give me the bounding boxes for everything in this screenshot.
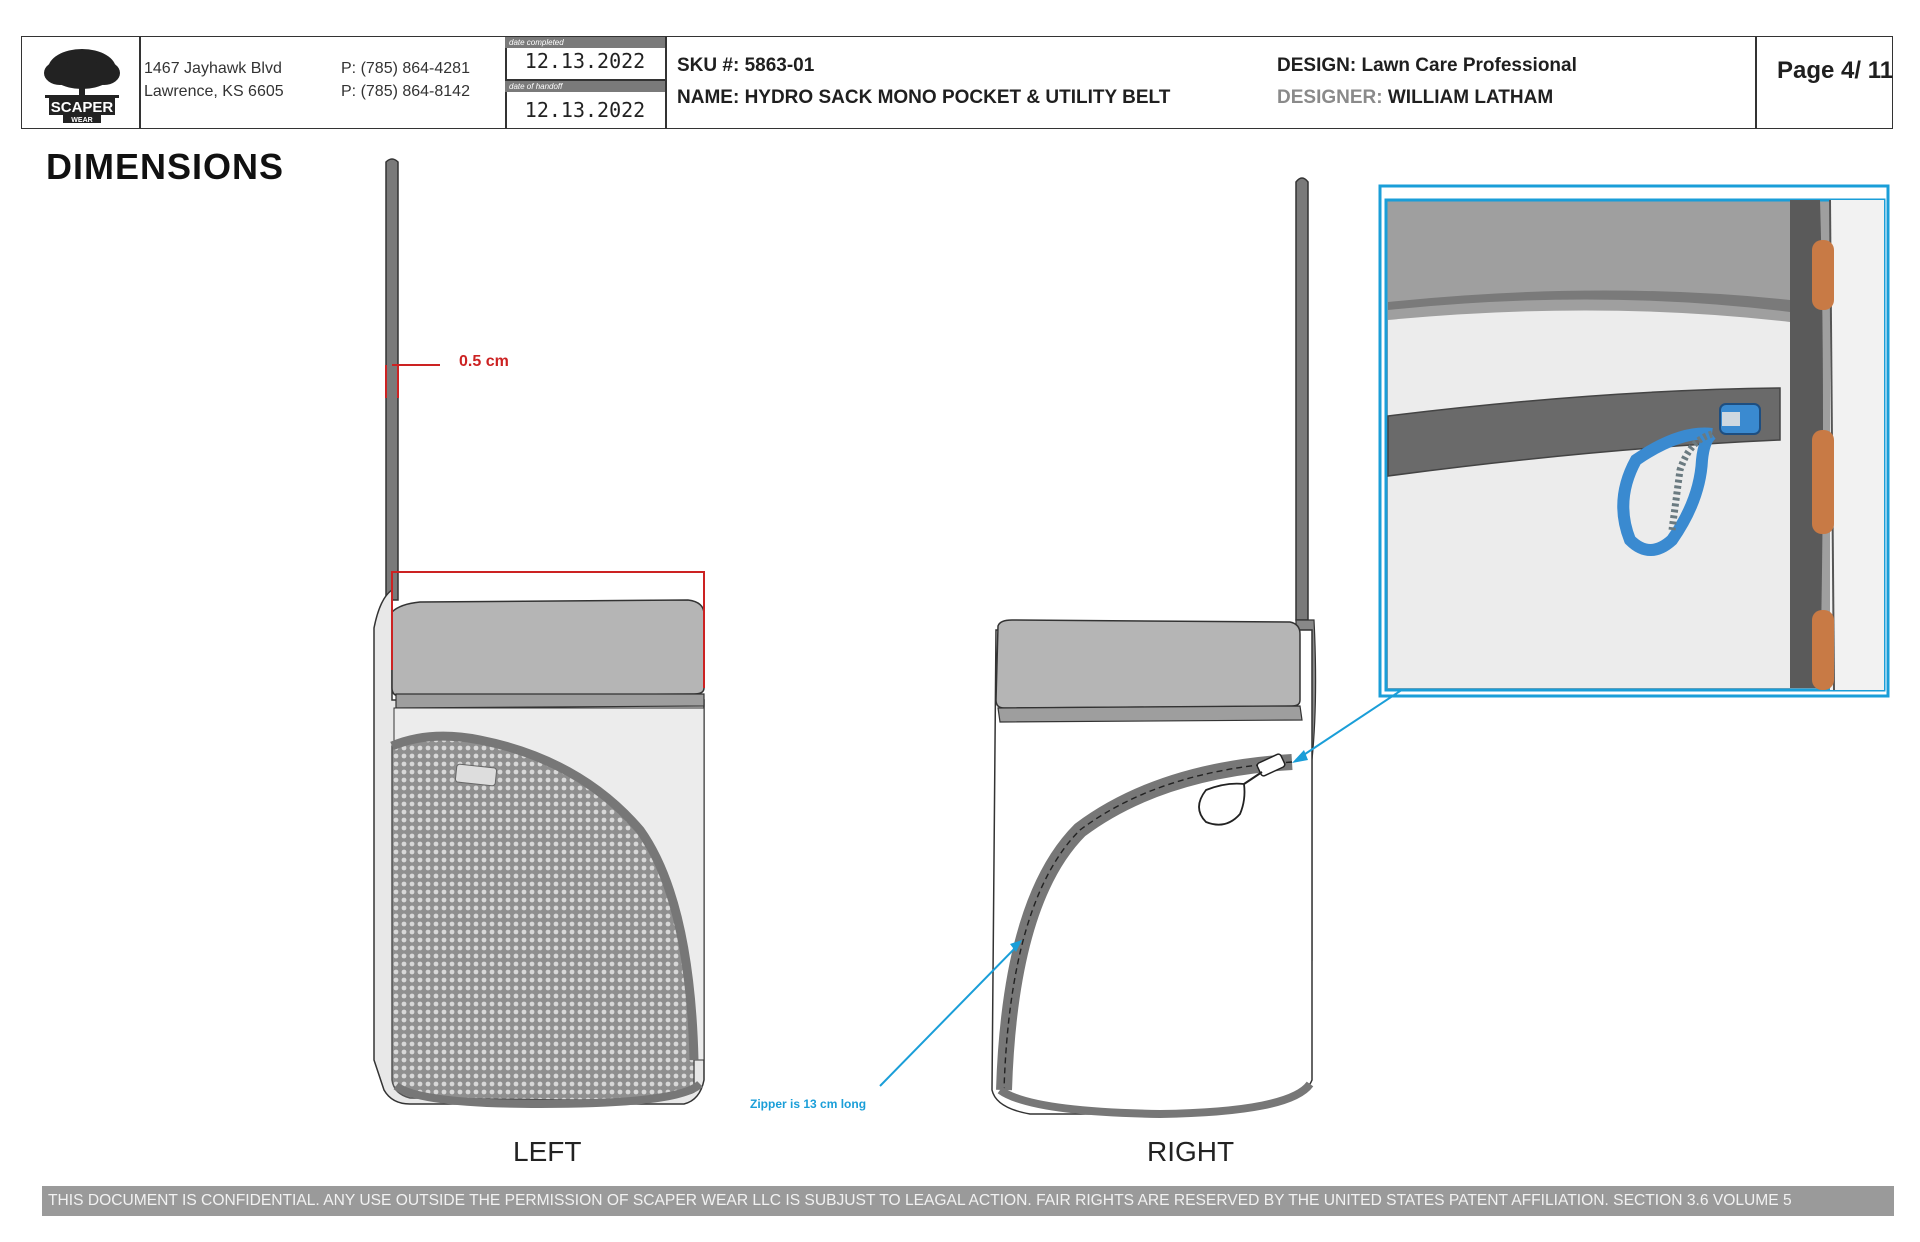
sku-label: SKU #: [677,55,740,76]
design: DESIGN: Lawn Care Professional [1277,55,1577,77]
phone-line-2: P: (785) 864-8142 [341,83,470,100]
company-address: 1467 Jayhawk Blvd Lawrence, KS 6605 [144,57,284,103]
left-belt-strap [385,158,399,601]
zipper-tooth [1812,610,1834,690]
date-handoff-value: 12.13.2022 [524,97,646,122]
scaper-wear-logo: SCAPER WEAR [27,41,137,125]
zipper-tooth [1812,240,1834,310]
left-view [373,158,705,1109]
date-completed-caption: date completed [505,37,665,48]
product-name: NAME: HYDRO SACK MONO POCKET & UTILITY B… [677,87,1170,109]
zipper-detail-inset [1378,184,1890,698]
date-completed-value: 12.13.2022 [524,49,646,73]
zipper-callout-line [879,944,1019,1087]
belt-width-dimension-line [385,364,440,398]
belt-width-label: 0.5 cm [459,353,509,370]
company-phones: P: (785) 864-4281 P: (785) 864-8142 [341,57,470,103]
left-view-label: LEFT [513,1136,582,1167]
right-belt-strap [1295,177,1309,621]
page-value: 4/ 11 [1841,57,1894,84]
design-value: Lawn Care Professional [1361,55,1577,76]
pocket-width-dimension-line [391,571,705,688]
right-top-cuff [995,619,1301,709]
right-view-label: RIGHT [1147,1136,1235,1167]
zipper-pull-icon [1198,753,1286,826]
title-block: SCAPER WEAR 1467 Jayhawk Blvd Lawrence, … [21,36,1893,129]
confidentiality-footer: THIS DOCUMENT IS CONFIDENTIAL. ANY USE O… [42,1186,1894,1216]
address-line-2: Lawrence, KS 6605 [144,83,284,100]
designer-value: WILLIAM LATHAM [1387,87,1554,108]
page-label: Page [1777,57,1835,84]
section-title: DIMENSIONS [46,146,285,187]
design-label: DESIGN: [1277,55,1357,76]
designer: DESIGNER: WILLIAM LATHAM [1277,87,1553,109]
sku: SKU #: 5863-01 [677,55,814,77]
zipper-tooth [1812,430,1834,534]
page-number: Page 4/ 11 [1777,57,1893,85]
phone-line-1: P: (785) 864-4281 [341,60,470,77]
address-line-1: 1467 Jayhawk Blvd [144,60,282,77]
left-top-cuff [391,599,705,697]
right-view [991,177,1317,1119]
designer-label: DESIGNER: [1277,87,1383,108]
svg-text:WEAR: WEAR [71,117,92,124]
date-handoff-caption: date of handoff [505,80,665,92]
svg-text:SCAPER: SCAPER [51,99,114,116]
name-value: HYDRO SACK MONO POCKET & UTILITY BELT [744,87,1171,108]
zipper-length-label: Zipper is 13 cm long [750,1097,867,1111]
sku-value: 5863-01 [744,55,815,76]
name-label: NAME: [677,87,740,108]
left-label-tag [454,763,498,787]
date-box: date completed 12.13.2022 date of handof… [505,37,665,128]
